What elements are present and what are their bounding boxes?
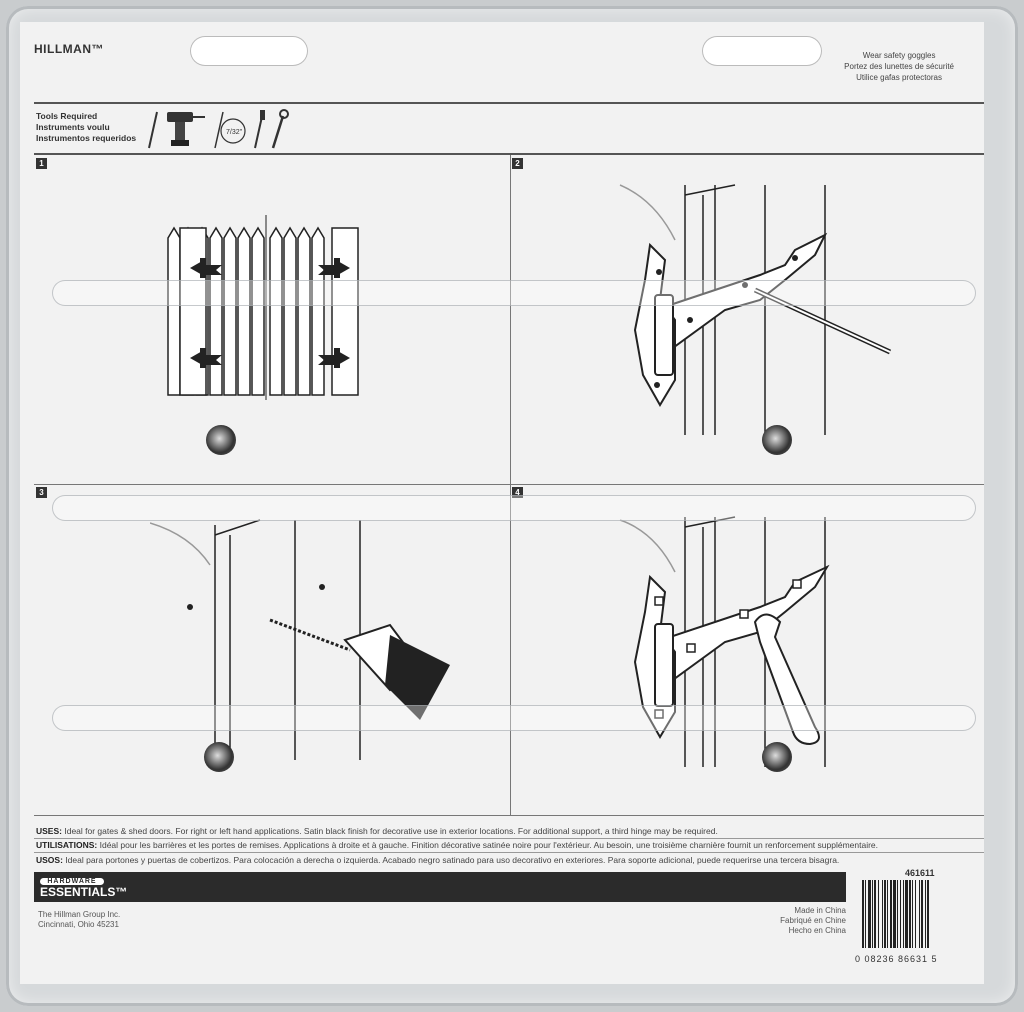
hang-hole-left <box>190 36 308 66</box>
tools-line-es: Instrumentos requeridos <box>36 133 137 143</box>
barcode-bar <box>900 880 901 948</box>
barcode-bar <box>927 880 929 948</box>
brand-logo: HILLMAN™ <box>34 42 104 56</box>
barcode-bar <box>921 880 923 948</box>
uses-label-es: USOS: <box>36 855 63 865</box>
uses-label-en: USES: <box>36 826 62 836</box>
origin-es: Hecho en China <box>788 926 846 935</box>
barcode-bar <box>862 880 864 948</box>
blister-ridge <box>52 705 976 731</box>
barcode-bar <box>882 880 883 948</box>
barcode-bar <box>905 880 908 948</box>
tools-line-fr: Instruments voulu <box>36 122 110 132</box>
safety-line-fr: Portez des lunettes de sécurité <box>844 62 954 71</box>
barcode-bar <box>915 880 916 948</box>
wrench-icon <box>271 109 289 149</box>
tools-required: Tools Required Instruments voulu Instrum… <box>36 111 136 144</box>
barcode-bar <box>893 880 896 948</box>
barcode-bar <box>912 880 913 948</box>
upc-number: 0 08236 86631 5 <box>855 954 938 964</box>
barcode-bar <box>865 880 866 948</box>
barcode-bar <box>872 880 873 948</box>
barcode-bar <box>925 880 926 948</box>
barcode-bar <box>919 880 920 948</box>
safety-line-en: Wear safety goggles <box>862 51 936 60</box>
address-line-1: The Hillman Group Inc. <box>38 910 121 919</box>
barcode-bar <box>890 880 892 948</box>
sku-number: 461611 <box>905 868 935 878</box>
mounting-rivet <box>204 742 234 772</box>
barcode-bar <box>884 880 886 948</box>
logo-main: ESSENTIALS™ <box>40 885 128 899</box>
step-4-illustration <box>619 516 830 767</box>
barcode-bar <box>887 880 888 948</box>
country-of-origin: Made in China Fabriqué en Chine Hecho en… <box>780 906 846 936</box>
hardware-essentials-logo: HARDWARE ESSENTIALS™ <box>40 878 127 899</box>
footer-bar <box>34 872 846 902</box>
screwdriver-icon <box>254 110 265 149</box>
divider-uses-2 <box>34 852 984 853</box>
origin-en: Made in China <box>794 906 846 915</box>
uses-en: USES: Ideal for gates & shed doors. For … <box>36 826 718 836</box>
step-1-number: 1 <box>36 158 47 169</box>
drill-bit-icon <box>214 111 246 149</box>
panel-divider-vertical <box>510 155 511 815</box>
blister-ridge <box>52 280 976 306</box>
divider-uses-top <box>34 815 984 816</box>
origin-fr: Fabriqué en Chine <box>780 916 846 925</box>
safety-notice: Wear safety goggles Portez des lunettes … <box>844 50 954 83</box>
step-3-illustration <box>150 519 450 760</box>
company-address: The Hillman Group Inc. Cincinnati, Ohio … <box>38 910 120 930</box>
uses-fr: UTILISATIONS: Idéal pour les barrières e… <box>36 840 878 850</box>
uses-label-fr: UTILISATIONS: <box>36 840 98 850</box>
safety-line-es: Utilice gafas protectoras <box>856 73 942 82</box>
barcode-bar <box>874 880 876 948</box>
barcode-bar <box>868 880 871 948</box>
hang-hole-right <box>702 36 822 66</box>
panel-divider-horizontal <box>34 484 984 485</box>
divider-top <box>34 102 984 104</box>
blister-ridge <box>52 495 976 521</box>
barcode-bar <box>909 880 911 948</box>
barcode-bar <box>897 880 898 948</box>
drill-bit-size: 7/32" <box>226 129 243 136</box>
drill-icon <box>167 112 205 146</box>
mounting-rivet <box>762 742 792 772</box>
uses-text-fr: Idéal pour les barrières et les portes d… <box>99 840 878 850</box>
step-1-illustration <box>167 215 359 400</box>
address-line-2: Cincinnati, Ohio 45231 <box>38 920 119 929</box>
divider-tools <box>34 153 984 155</box>
divider-uses-1 <box>34 838 984 839</box>
barcode-bar <box>878 880 879 948</box>
step-2-number: 2 <box>512 158 523 169</box>
pencil-icon <box>148 111 158 149</box>
backing-card <box>20 22 984 984</box>
mounting-rivet <box>206 425 236 455</box>
step-4-number: 4 <box>512 487 523 498</box>
step-3-number: 3 <box>36 487 47 498</box>
uses-es: USOS: Ideal para portones y puertas de c… <box>36 855 839 865</box>
tools-line-en: Tools Required <box>36 111 98 121</box>
uses-text-en: Ideal for gates & shed doors. For right … <box>64 826 718 836</box>
uses-text-es: Ideal para portones y puertas de coberti… <box>65 855 840 865</box>
logo-top: HARDWARE <box>40 878 104 885</box>
mounting-rivet <box>762 425 792 455</box>
barcode <box>862 880 929 948</box>
barcode-bar <box>903 880 904 948</box>
step-2-illustration <box>619 184 892 435</box>
tool-icons: 7/32" <box>148 109 289 149</box>
